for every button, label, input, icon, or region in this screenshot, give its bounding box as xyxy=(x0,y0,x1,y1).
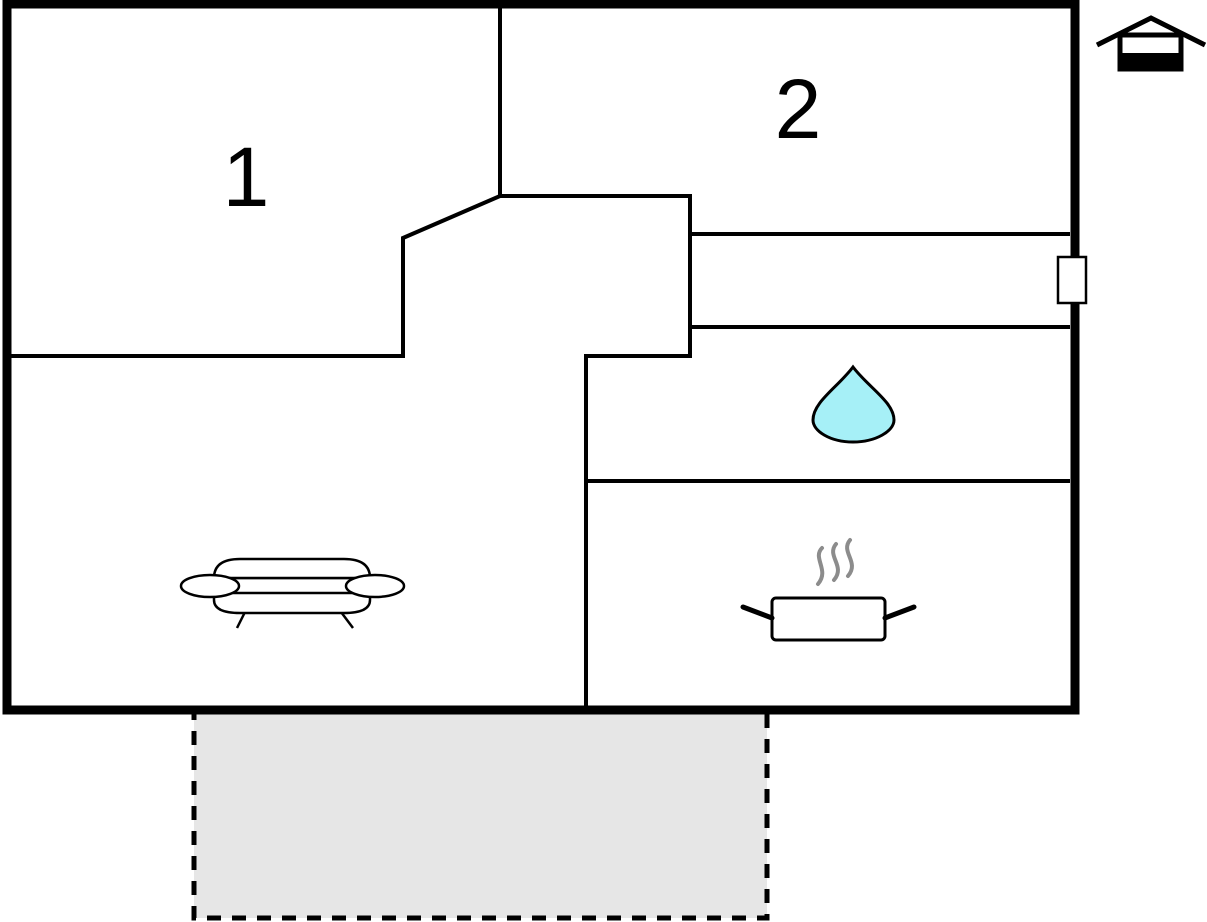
house-floor-icon xyxy=(1095,15,1207,72)
water-drop-icon xyxy=(811,364,896,444)
cooking-pot-icon xyxy=(740,538,917,642)
sofa-icon xyxy=(179,557,406,629)
interior-walls xyxy=(10,6,1070,710)
room-2-label: 2 xyxy=(775,62,822,156)
window-icon xyxy=(1056,255,1088,305)
terrace-area xyxy=(191,709,770,921)
outer-walls xyxy=(2,0,1080,715)
room-1-label: 1 xyxy=(223,130,270,224)
